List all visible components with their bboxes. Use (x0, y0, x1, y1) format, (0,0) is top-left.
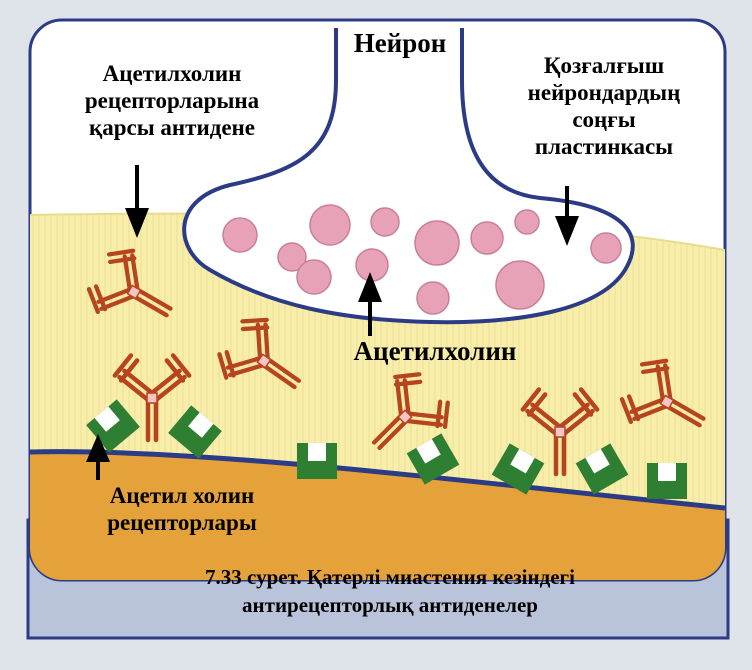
receptor (297, 443, 337, 479)
antibodies (86, 248, 706, 477)
vesicle (370, 207, 400, 237)
vesicle (296, 259, 332, 295)
vesicle (309, 204, 351, 246)
antibody (112, 353, 192, 443)
pointer-arrows (86, 165, 579, 480)
vesicle (495, 260, 545, 310)
acetylcholine-vesicles (222, 204, 622, 315)
vesicle (277, 242, 307, 272)
arrow-acetylcholine-label (358, 272, 382, 336)
vesicle (514, 209, 540, 235)
figure-caption: 7.33 сурет. Қатерлі миастения кезіндегі … (205, 565, 575, 618)
motor-end-plate-label: Қозғалғыш нейрондардың соңғы пластинкасы (527, 53, 681, 160)
arrow-antibody-label (125, 165, 149, 238)
arrow-endplate-label (555, 186, 579, 246)
antibody (619, 358, 706, 428)
antibody (86, 248, 173, 318)
antibody-label: Ацетилхолин рецепторларына қарсы антиден… (84, 61, 260, 141)
receptor (168, 405, 222, 459)
vesicle (414, 220, 460, 266)
vesicle (222, 217, 258, 253)
acetylcholine-label: Ацетилхолин (353, 336, 517, 366)
vesicle (416, 281, 450, 315)
neuron-label: Нейрон (353, 28, 447, 58)
vesicle (590, 232, 622, 264)
muscle-membrane (30, 451, 725, 580)
vesicle (355, 248, 389, 282)
acetylcholine-receptors (86, 399, 687, 499)
antibody (371, 372, 450, 451)
receptor (491, 443, 545, 495)
receptor (406, 433, 460, 485)
arrow-receptors-label (86, 434, 110, 480)
receptor (575, 443, 629, 495)
antibody (520, 387, 600, 477)
antibody (217, 317, 302, 390)
receptors-label: Ацетил холин рецепторлары (107, 483, 257, 536)
receptor (647, 463, 687, 499)
vesicle (470, 221, 504, 255)
